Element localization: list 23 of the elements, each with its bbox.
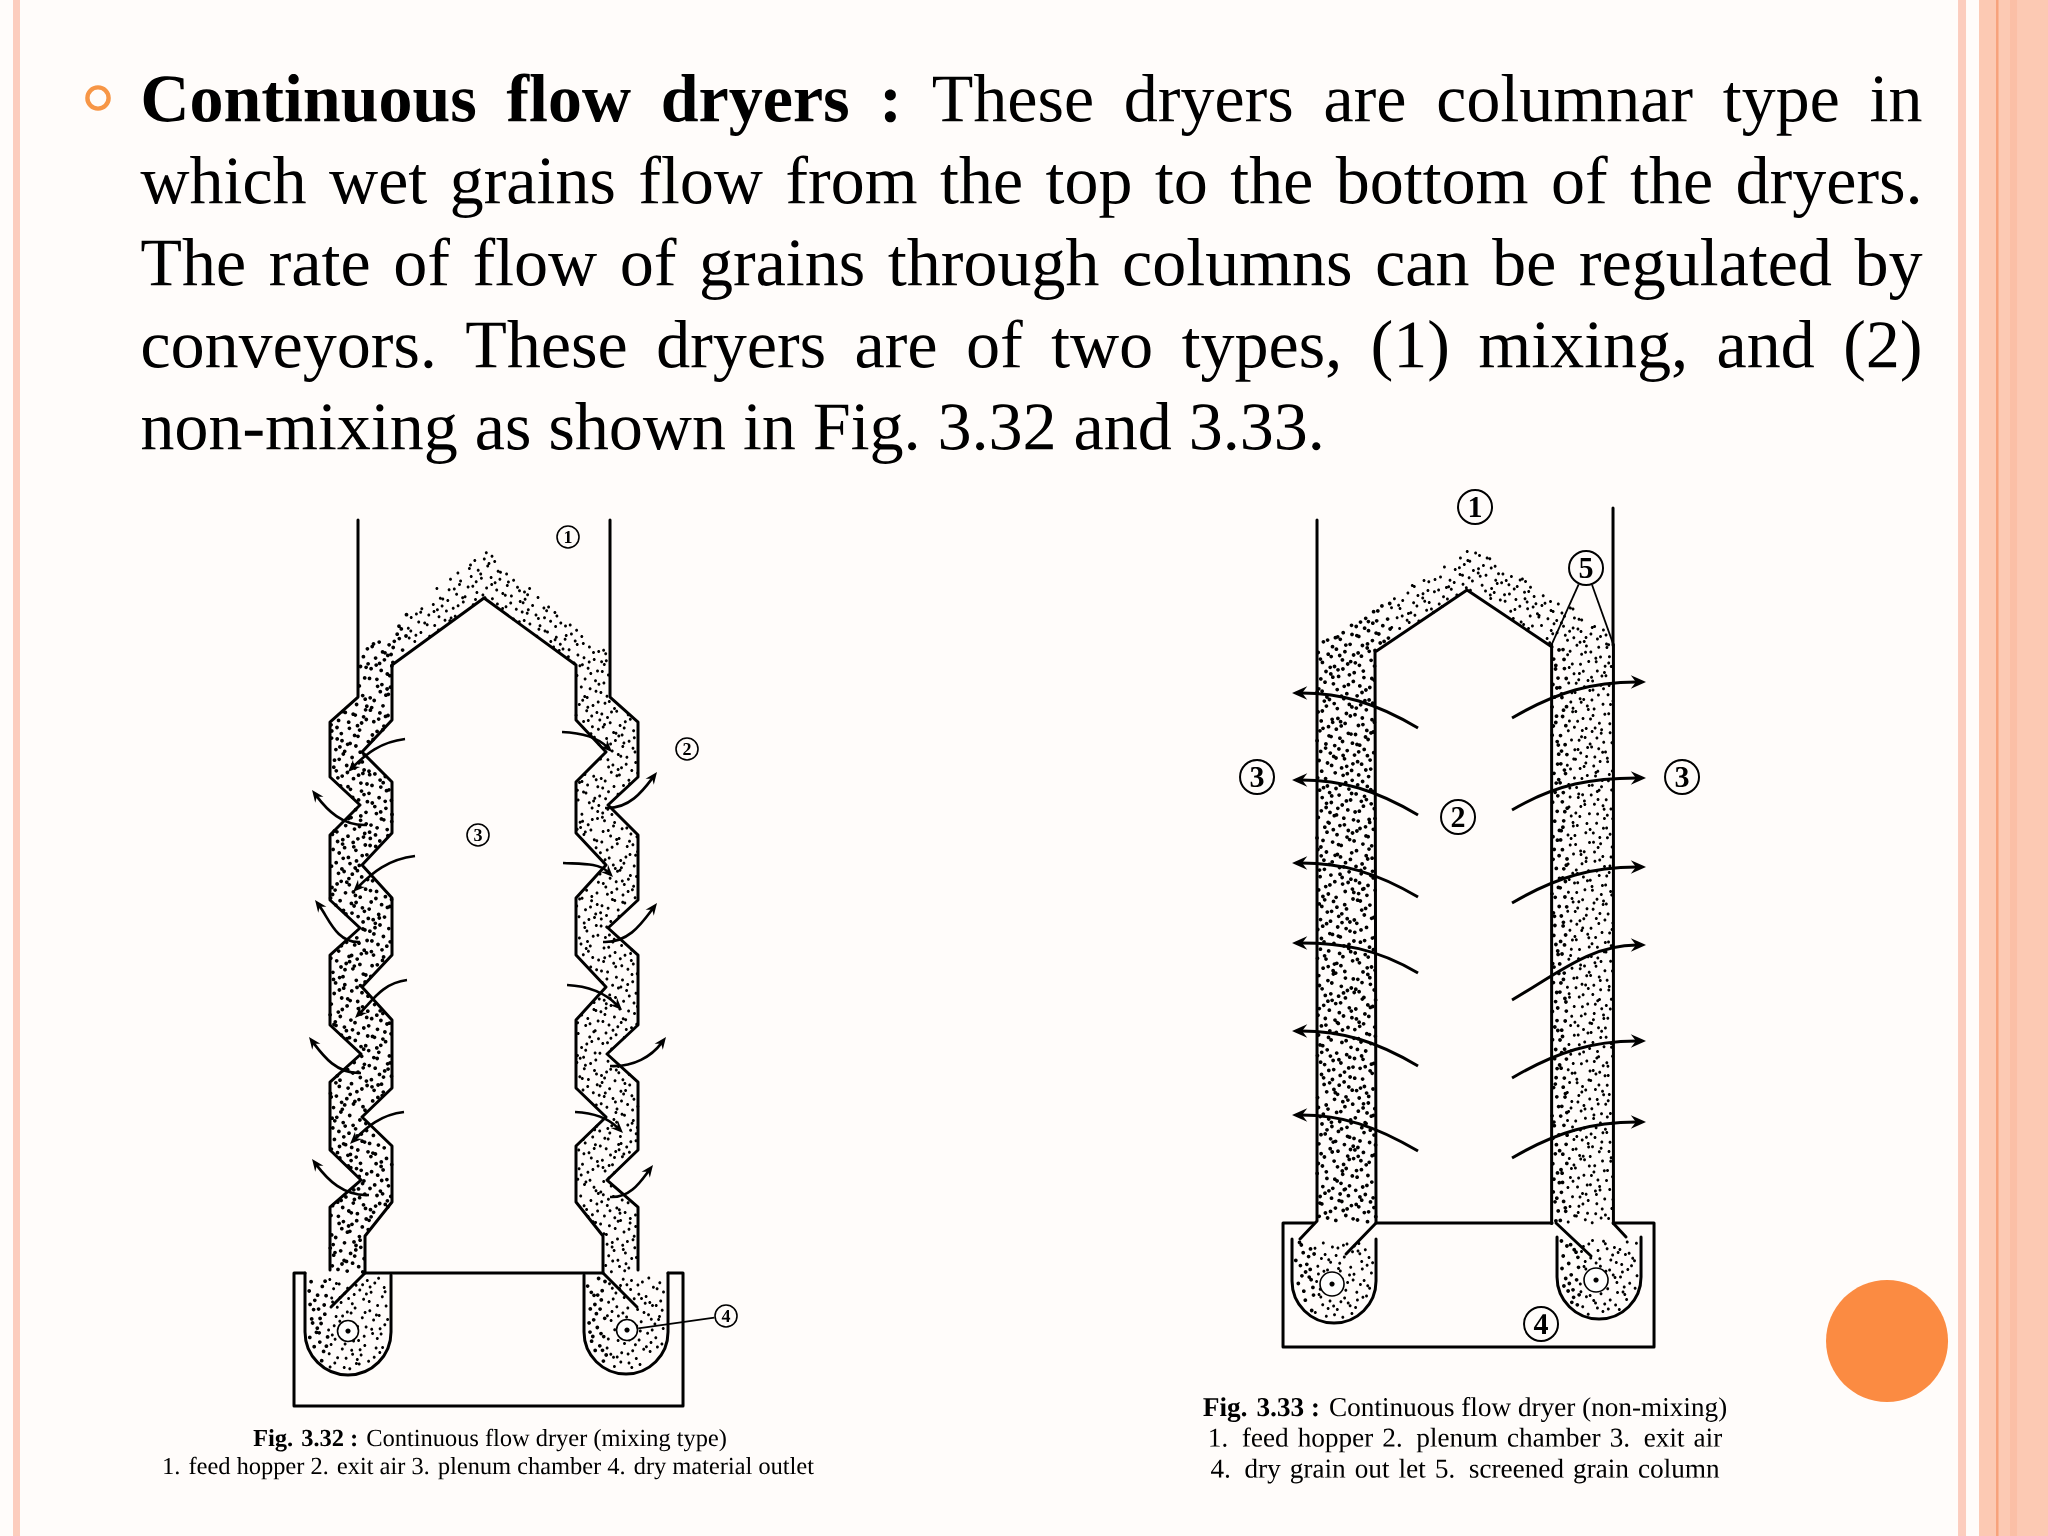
callout-number: 2 <box>675 737 699 761</box>
callout-number: 4 <box>714 1304 738 1328</box>
body-text: Continuous flow dryers : These dryers are columnar type in which wet grains flow from the top to the bottom of the dryers. The rate of flow of grains through columns can be regulated by conveyors. These dryers are of two types, (1) mixing, and (2) non-mixing as shown in Fig. 3.32 and 3.33. <box>140 73 1923 464</box>
callout-number: 5 <box>1568 550 1605 586</box>
grain-column <box>1550 643 1615 1225</box>
outlet-circle <box>615 1318 639 1342</box>
leader-line <box>1591 584 1615 646</box>
callout-number: 3 <box>1664 759 1700 795</box>
caption-key: 1. feed hopper 2. plenum chamber 3. exit air 4. dry grain out let 5. screened grain column <box>1210 1427 1722 1484</box>
caption-key: 1. feed hopper 2. exit air 3. plenum chamber 4. dry material outlet <box>164 1456 814 1480</box>
outlet-circle <box>1583 1267 1609 1293</box>
figure-caption: Fig. 3.33 : Continuous flow dryer (non-mixing) <box>1203 1396 1726 1422</box>
figure-caption: Fig. 3.32 : Continuous flow dryer (mixing type) <box>253 1428 726 1452</box>
outlet-circle <box>336 1319 360 1343</box>
leader-line <box>1550 583 1580 646</box>
leader-line <box>637 1316 716 1330</box>
callout-number: 3 <box>1239 759 1275 795</box>
callout-number: 1 <box>1457 489 1493 525</box>
outlet-circle <box>1319 1271 1345 1297</box>
callout-number: 2 <box>1440 799 1476 835</box>
callout-number: 3 <box>466 823 490 847</box>
callout-number: 1 <box>556 525 580 549</box>
callout-number: 4 <box>1523 1306 1560 1342</box>
